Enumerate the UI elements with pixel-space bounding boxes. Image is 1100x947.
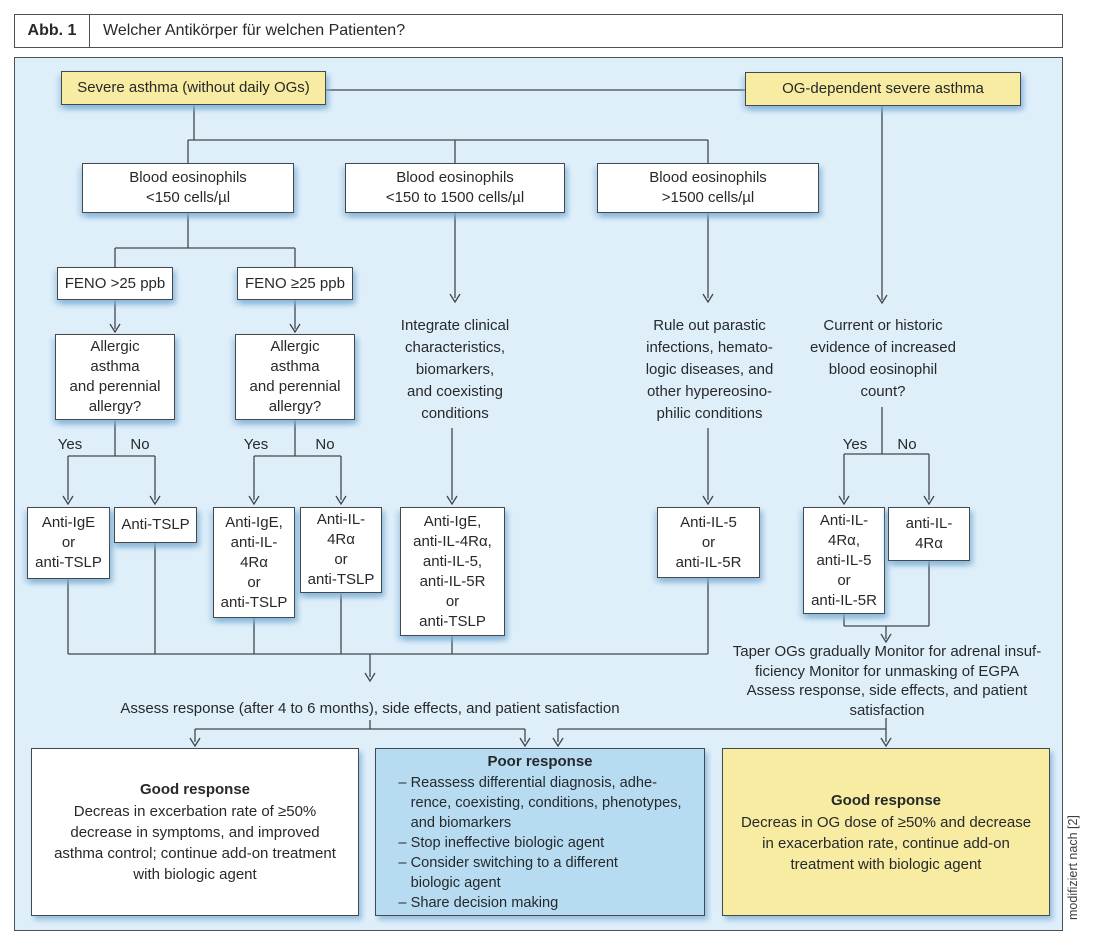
node-severe-asthma: Severe asthma (without daily OGs)	[61, 71, 326, 105]
node-allergic-right: Allergic asthma and perennial allergy?	[235, 334, 355, 420]
branch-label-yes-mid: Yes	[243, 436, 269, 453]
node-anti-ige-tslp: Anti-IgE or anti-TSLP	[27, 507, 110, 579]
outcome-good-response-left: Good response Decreas in excerbation rat…	[31, 748, 359, 916]
node-anti-tslp: Anti-TSLP	[114, 507, 197, 543]
note-history-eos: Current or historic evidence of increase…	[810, 317, 956, 400]
node-anti-all-biologics: Anti-IgE, anti-IL-4Rα, anti-IL-5, anti-I…	[400, 507, 505, 636]
outcome-good-response-right: Good response Decreas in OG dose of ≥50%…	[722, 748, 1050, 916]
outcome-title: Good response	[139, 781, 251, 798]
node-anti-ige-il4-tslp: Anti-IgE, anti-IL- 4Rα or anti-TSLP	[213, 507, 295, 618]
node-allergic-left: Allergic asthma and perennial allergy?	[55, 334, 175, 420]
outcome-body: Decreas in excerbation rate of ≥50% decr…	[54, 803, 336, 883]
outcome-poor-response: Poor response – Reassess differential di…	[375, 748, 705, 916]
note-rule-out: Rule out parastic infections, hemato- lo…	[645, 317, 774, 422]
node-feno-right: FENO ≥25 ppb	[237, 267, 353, 300]
node-anti-il4: anti-IL- 4Rα	[888, 507, 970, 561]
branch-label-yes-left: Yes	[57, 436, 83, 453]
node-og-dependent-asthma: OG-dependent severe asthma	[745, 72, 1021, 106]
arrowheads	[62, 293, 935, 748]
node-anti-il4-tslp: Anti-IL- 4Rα or anti-TSLP	[300, 507, 382, 593]
branch-label-no-right: No	[897, 436, 917, 453]
figure-label: Abb. 1	[15, 15, 90, 47]
figure-title: Welcher Antikörper für welchen Patienten…	[103, 22, 406, 39]
outcome-title: Good response	[830, 791, 942, 809]
note-taper-ogs: Taper OGs gradually Monitor for adrenal …	[732, 643, 1042, 719]
source-note: modifiziert nach [2]	[1066, 815, 1080, 920]
branch-label-yes-right: Yes	[842, 436, 868, 453]
node-blood-eos-high: Blood eosinophils >1500 cells/µl	[597, 163, 819, 213]
note-integrate-clinical: Integrate clinical characteristics, biom…	[400, 317, 510, 422]
branch-label-no-mid: No	[315, 436, 335, 453]
note-assess-response: Assess response (after 4 to 6 months), s…	[120, 700, 620, 717]
outcome-title: Poor response	[487, 753, 593, 770]
branch-label-no-left: No	[130, 436, 150, 453]
figure-header: Abb. 1 Welcher Antikörper für welchen Pa…	[14, 14, 1063, 48]
node-blood-eos-mid: Blood eosinophils <150 to 1500 cells/µl	[345, 163, 565, 213]
node-anti-il5: Anti-IL-5 or anti-IL-5R	[657, 507, 760, 578]
node-feno-left: FENO >25 ppb	[57, 267, 173, 300]
outcome-body: – Reassess differential diagnosis, adhe-…	[398, 775, 682, 911]
node-blood-eos-low: Blood eosinophils <150 cells/µl	[82, 163, 294, 213]
outcome-body: Decreas in OG dose of ≥50% and decrease …	[740, 813, 1032, 873]
node-anti-il4-il5: Anti-IL- 4Rα, anti-IL-5 or anti-IL-5R	[803, 507, 885, 614]
